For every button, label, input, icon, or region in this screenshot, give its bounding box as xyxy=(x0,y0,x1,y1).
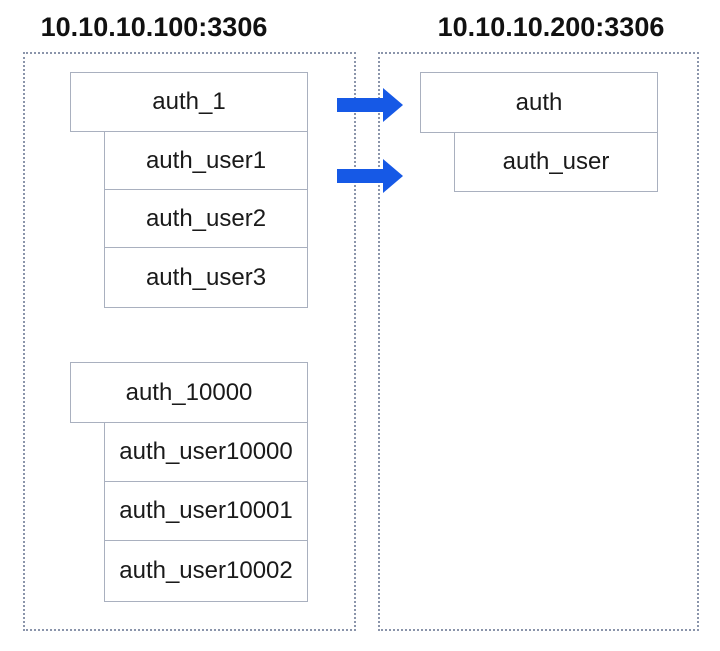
table-migration-arrow-icon xyxy=(337,159,403,193)
table-box-auth-user1: auth_user1 xyxy=(104,131,308,190)
target-server-title: 10.10.10.200:3306 xyxy=(437,12,665,42)
database-box-auth-10000: auth_10000 xyxy=(70,362,308,423)
source-server-title: 10.10.10.100:3306 xyxy=(40,12,268,42)
database-box-auth: auth xyxy=(420,72,658,133)
table-box-auth-user10001: auth_user10001 xyxy=(104,481,308,541)
table-box-auth-user10000: auth_user10000 xyxy=(104,422,308,482)
source-server-container xyxy=(23,52,356,631)
database-box-auth-1: auth_1 xyxy=(70,72,308,132)
table-box-auth-user10002: auth_user10002 xyxy=(104,540,308,602)
table-box-auth-user2: auth_user2 xyxy=(104,189,308,248)
target-server-container xyxy=(378,52,699,631)
table-box-auth-user3: auth_user3 xyxy=(104,247,308,308)
database-migration-arrow-icon xyxy=(337,88,403,122)
table-box-auth-user: auth_user xyxy=(454,132,658,192)
